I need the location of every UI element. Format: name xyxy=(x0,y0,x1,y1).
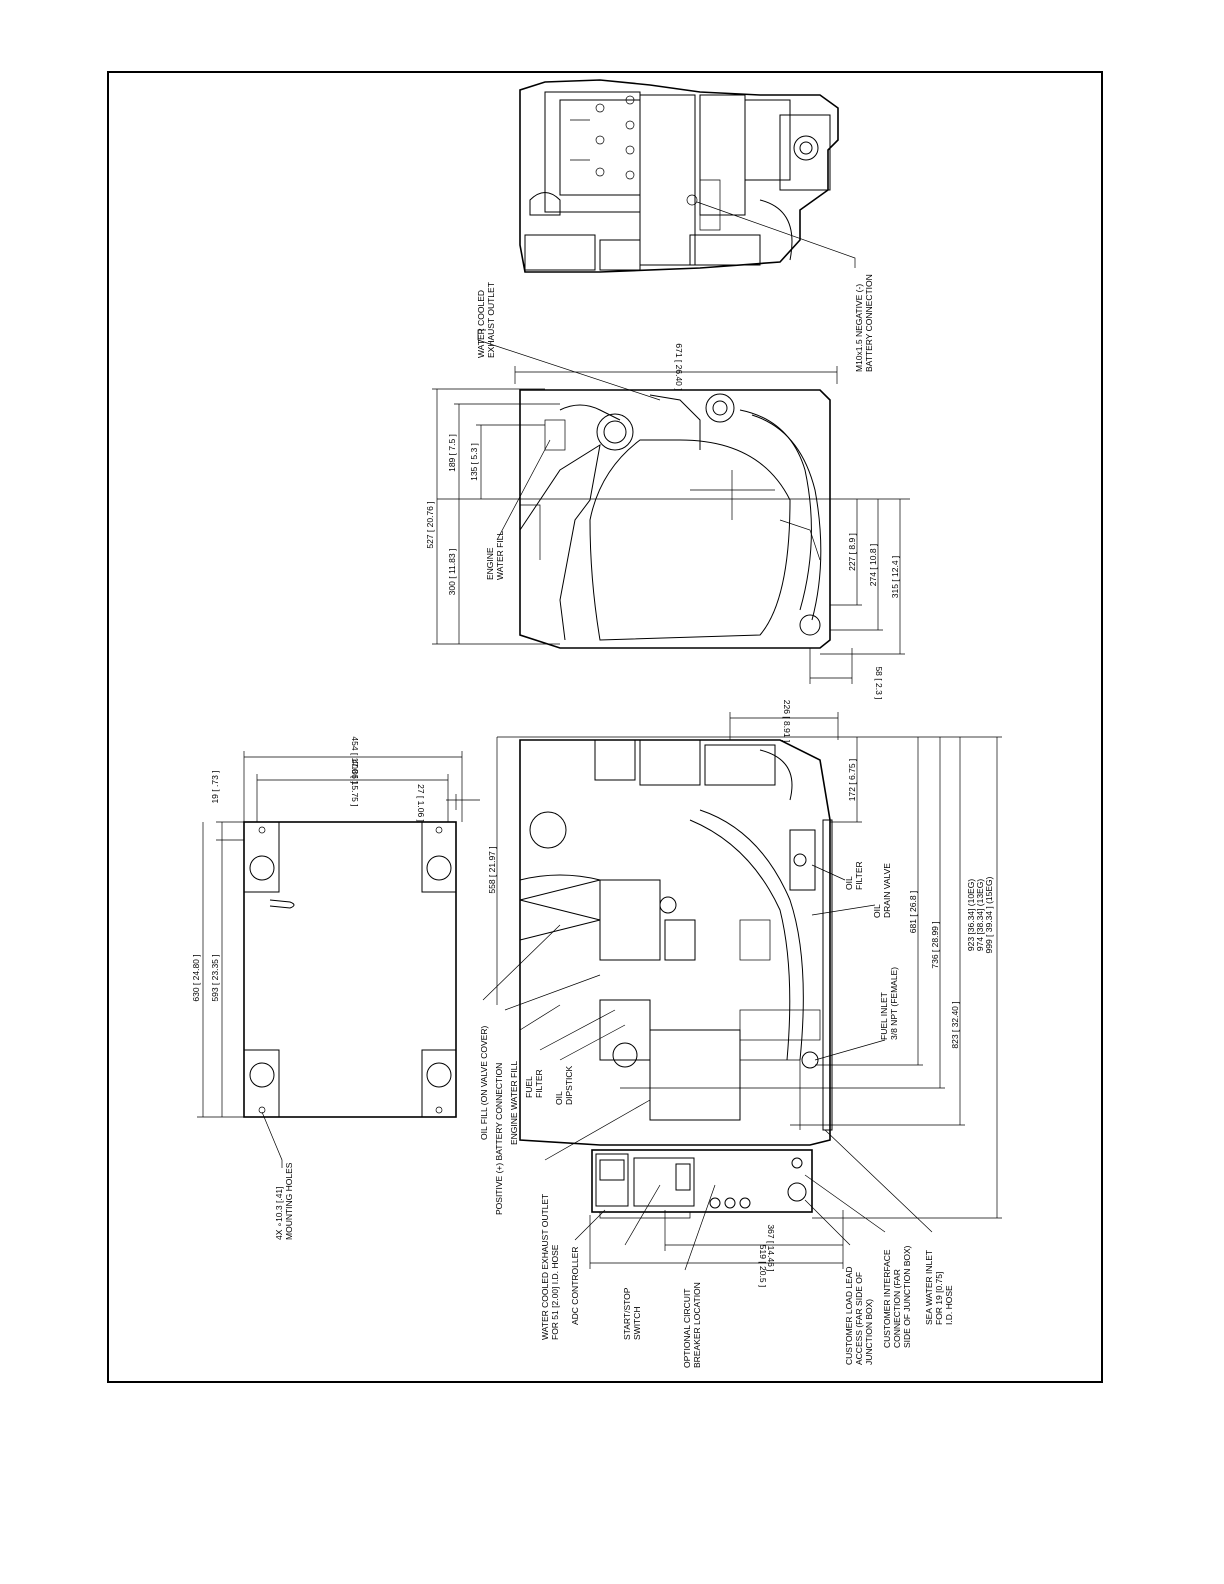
exhaust-outlet-line1: WATER COOLED EXHAUST OUTLET xyxy=(540,1194,550,1340)
dim-19: 19 [ .73 ] xyxy=(210,770,220,803)
dimension-labels: 671 [ 26.40 ] 527 [ 20.76 ] 300 [ 11.83 … xyxy=(191,343,994,1287)
oil-dipstick-line2: DIPSTICK xyxy=(564,1065,574,1105)
mounting-holes-line1: 4X ∘10.3 [.41] xyxy=(274,1186,284,1240)
optional-breaker-line1: OPTIONAL CIRCUIT xyxy=(682,1289,692,1369)
fuel-inlet-line1: FUEL INLET xyxy=(879,992,889,1040)
customer-load-line1: CUSTOMER LOAD LEAD xyxy=(844,1266,854,1365)
dim-189: 189 [ 7.5 ] xyxy=(447,434,457,472)
dim-974: 974 [38.34] (13EG) xyxy=(975,879,985,951)
exhaust-outlet-line2: FOR 51 [2.00] I.D. HOSE xyxy=(550,1244,560,1340)
sea-water-line2: FOR 19 [0.75] xyxy=(934,1272,944,1325)
top-engine-view xyxy=(519,79,839,273)
water-cooled-exhaust-line1: WATER COOLED xyxy=(476,290,486,358)
negative-battery-line2: BATTERY CONNECTION xyxy=(864,274,874,372)
customer-load-line2: ACCESS (FAR SIDE OF xyxy=(854,1272,864,1365)
svg-text:M10x1.5 NEGATIVE (-)BATTERY CO: M10x1.5 NEGATIVE (-)BATTERY CONNECTION xyxy=(854,274,874,372)
dim-558: 558 [ 21.97 ] xyxy=(487,846,497,893)
start-stop-line2: SWITCH xyxy=(632,1306,642,1340)
engine-water-fill-line1: ENGINE xyxy=(485,547,495,580)
sea-water-line3: I.D. HOSE xyxy=(944,1285,954,1325)
dim-593: 593 [ 23.35 ] xyxy=(210,954,220,1001)
negative-battery-line1: M10x1.5 NEGATIVE (-) xyxy=(854,284,864,372)
dim-671: 671 [ 26.40 ] xyxy=(674,343,684,390)
fuel-inlet-line2: 3/8 NPT (FEMALE) xyxy=(889,967,899,1040)
mounting-holes-line2: MOUNTING HOLES xyxy=(284,1162,294,1240)
svg-text:CUSTOMER INTERFACECONNECTION (: CUSTOMER INTERFACECONNECTION (FARSIDE OF… xyxy=(882,1245,912,1348)
mounting-plate-view xyxy=(243,821,457,1118)
start-stop-line1: START/STOP xyxy=(622,1287,632,1340)
adc-controller-label: ADC CONTROLLER xyxy=(570,1247,580,1325)
customer-interface-line3: SIDE OF JUNCTION BOX) xyxy=(902,1245,912,1348)
customer-load-line3: JUNCTION BOX) xyxy=(864,1299,874,1365)
dim-923: 923 [36.34] (10EG) xyxy=(966,879,976,951)
dim-300: 300 [ 11.83 ] xyxy=(447,549,457,596)
water-cooled-exhaust-line2: EXHAUST OUTLET xyxy=(486,282,496,358)
dim-274: 274 [ 10.8 ] xyxy=(868,544,878,587)
oil-filter-line1: OIL xyxy=(844,876,854,890)
plan-engine-view xyxy=(519,739,833,1219)
dim-400: 400 [ 15.75 ] xyxy=(350,759,360,806)
sea-water-line1: SEA WATER INLET xyxy=(924,1250,934,1325)
dim-367: 367 [ 14.46 ] xyxy=(766,1224,776,1271)
customer-interface-line1: CUSTOMER INTERFACE xyxy=(882,1249,892,1348)
svg-text:CUSTOMER LOAD LEADACCESS (FAR: CUSTOMER LOAD LEADACCESS (FAR SIDE OFJUN… xyxy=(844,1266,874,1365)
customer-interface-line2: CONNECTION (FAR xyxy=(892,1269,902,1348)
dim-630: 630 [ 24.80 ] xyxy=(191,954,201,1001)
callout-labels: WATER COOLEDEXHAUST OUTLET M10x1.5 NEGAT… xyxy=(274,274,954,1368)
dim-58: 58 [ 2.3 ] xyxy=(874,666,884,699)
svg-text:OILDIPSTICK: OILDIPSTICK xyxy=(554,1065,574,1105)
dim-527: 527 [ 20.76 ] xyxy=(425,501,435,548)
svg-text:WATER COOLEDEXHAUST OUTLET: WATER COOLEDEXHAUST OUTLET xyxy=(476,282,496,358)
dim-226: 226 [ 8.91 ] xyxy=(782,700,792,743)
svg-text:OILDRAIN VALVE: OILDRAIN VALVE xyxy=(872,863,892,918)
svg-text:ENGINEWATER FILL: ENGINEWATER FILL xyxy=(485,531,505,580)
dim-315: 315 [ 12.4 ] xyxy=(890,556,900,599)
dim-454: 454 [ 17.86 ] xyxy=(350,736,360,783)
dim-172: 172 [ 6.75 ] xyxy=(847,759,857,802)
oil-drain-line2: DRAIN VALVE xyxy=(882,863,892,918)
middle-engine-view xyxy=(519,389,831,649)
optional-breaker-line2: BREAKER LOCATION xyxy=(692,1282,702,1368)
dim-736: 736 [ 28.99 ] xyxy=(930,921,940,968)
oil-drain-line1: OIL xyxy=(872,904,882,918)
oil-filter-line2: FILTER xyxy=(854,861,864,890)
svg-text:OILFILTER: OILFILTER xyxy=(844,861,864,890)
svg-text:923 [36.34] (10EG)974 [38.34]: 923 [36.34] (10EG)974 [38.34] (13EG)999 … xyxy=(966,876,994,953)
dim-227: 227 [ 8.9 ] xyxy=(847,533,857,571)
svg-text:FUELFILTER: FUELFILTER xyxy=(524,1069,544,1098)
positive-battery-label: POSITIVE (+) BATTERY CONNECTION xyxy=(494,1063,504,1215)
oil-dipstick-line1: OIL xyxy=(554,1091,564,1105)
dim-823: 823 [ 32.40 ] xyxy=(950,1001,960,1048)
svg-text:SEA WATER INLETFOR 19 [0.75]I.: SEA WATER INLETFOR 19 [0.75]I.D. HOSE xyxy=(924,1250,954,1325)
dim-135: 135 [ 5.3 ] xyxy=(469,443,479,481)
svg-text:OPTIONAL CIRCUITBREAKER LOCATI: OPTIONAL CIRCUITBREAKER LOCATION xyxy=(682,1282,702,1368)
svg-text:START/STOPSWITCH: START/STOPSWITCH xyxy=(622,1287,642,1340)
oil-fill-label: OIL FILL (ON VALVE COVER) xyxy=(479,1026,489,1140)
dim-681: 681 [ 26.8 ] xyxy=(908,891,918,934)
svg-text:4X ∘10.3 [.41]MOUNTING HOLES: 4X ∘10.3 [.41]MOUNTING HOLES xyxy=(274,1162,294,1240)
fuel-filter-line1: FUEL xyxy=(524,1076,534,1098)
engine-water-fill-line2: WATER FILL xyxy=(495,531,505,580)
dim-999: 999 [ 39.34 ] (15EG) xyxy=(984,876,994,953)
fuel-filter-line2: FILTER xyxy=(534,1069,544,1098)
svg-text:WATER COOLED EXHAUST OUTLETFOR: WATER COOLED EXHAUST OUTLETFOR 51 [2.00]… xyxy=(540,1194,560,1340)
drawing-frame xyxy=(107,71,1103,1383)
dim-519: 519 [ 20.5 ] xyxy=(758,1245,768,1288)
svg-text:FUEL INLET3/8 NPT (FEMALE): FUEL INLET3/8 NPT (FEMALE) xyxy=(879,967,899,1040)
engine-water-fill-label: ENGINE WATER FILL xyxy=(509,1061,519,1145)
dim-27: 27 [ 1.06 ] xyxy=(416,784,426,822)
